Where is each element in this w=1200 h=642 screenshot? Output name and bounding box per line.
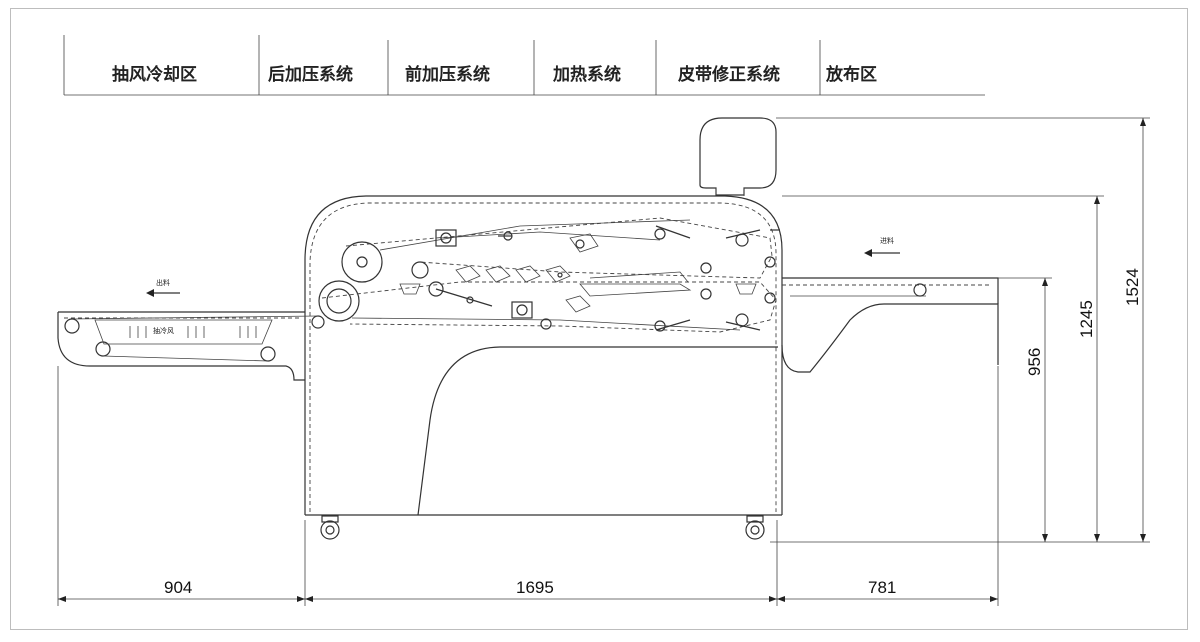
zone-label-belt-correction: 皮带修正系统 (678, 64, 780, 85)
dimension-right-length: 781 (868, 578, 896, 597)
caster-left (320, 515, 340, 540)
zone-label-feeding: 放布区 (825, 64, 877, 85)
infeed-label: 进料 (880, 236, 894, 245)
dimension-height-total: 1524 (1123, 268, 1142, 306)
diagram-frame (10, 8, 1188, 630)
zone-label-front-press: 前加压系统 (405, 64, 490, 85)
zone-label-rear-press: 后加压系统 (268, 64, 353, 85)
cooling-conveyor: 抽冷风 (64, 315, 325, 362)
zone-header: 抽风冷却区 后加压系统 前加压系统 加热系统 皮带修正系统 放布区 (63, 35, 985, 96)
zone-label-cooling: 抽风冷却区 (112, 64, 197, 85)
fan-label: 抽冷风 (153, 326, 174, 335)
dimension-height-feed: 956 (1025, 348, 1044, 376)
outfeed-label: 出料 (156, 278, 170, 287)
bottom-dimensions: 904 1695 781 (57, 366, 999, 606)
zone-label-heating: 加热系统 (552, 64, 621, 85)
caster-right (745, 515, 765, 540)
dimension-height-body: 1245 (1077, 300, 1096, 338)
machine-body (57, 195, 999, 516)
right-dimensions: 956 1245 1524 (770, 117, 1150, 543)
internal-mechanism (318, 217, 927, 333)
outfeed-arrow: 出料 (146, 278, 180, 297)
infeed-arrow: 进料 (864, 236, 900, 257)
dimension-middle-length: 1695 (516, 578, 554, 597)
dimension-left-length: 904 (164, 578, 192, 597)
exhaust-hood (699, 117, 777, 196)
